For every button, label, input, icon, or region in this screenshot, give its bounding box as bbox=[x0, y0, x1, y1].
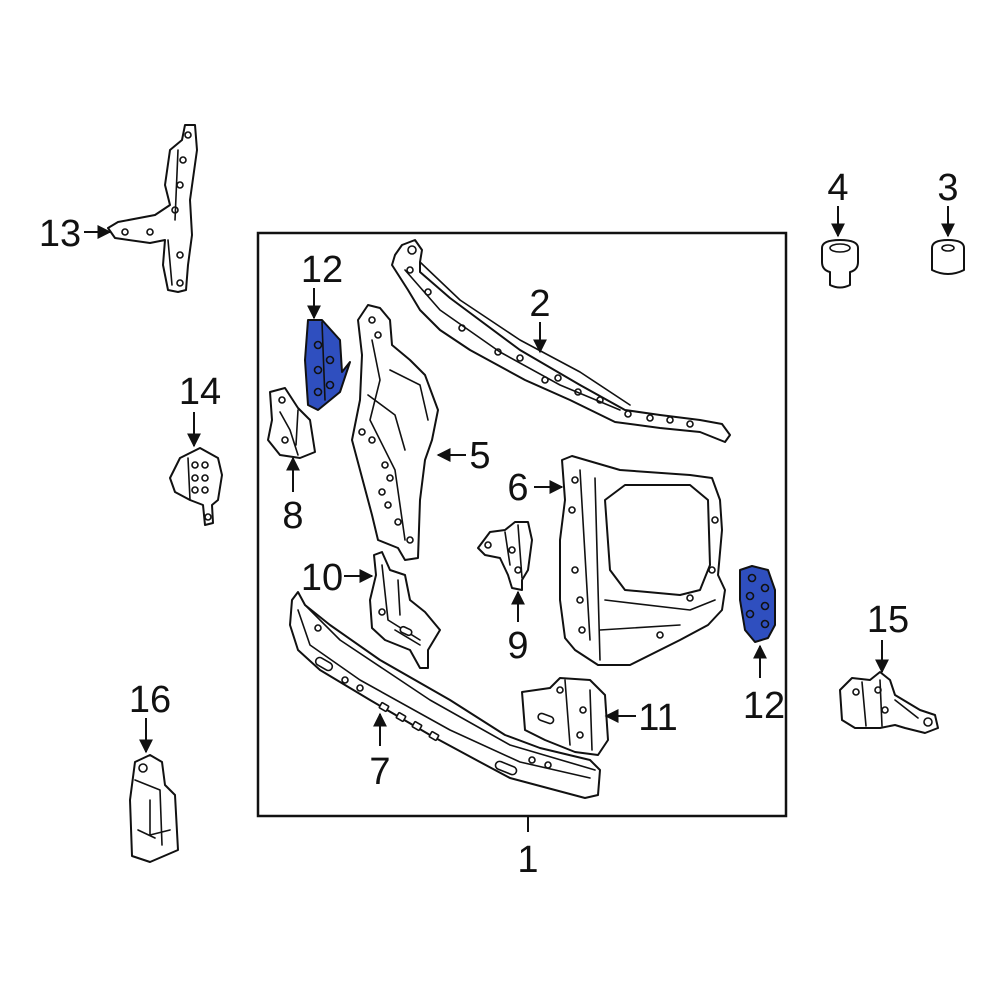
callout-13: 13 bbox=[39, 213, 81, 255]
part-12-bracket-left[interactable] bbox=[304, 319, 351, 411]
callout-14: 14 bbox=[179, 371, 221, 413]
callout-10: 10 bbox=[301, 557, 343, 599]
part-4-bushing[interactable] bbox=[821, 239, 859, 289]
leader-arrows bbox=[84, 206, 955, 754]
callout-4: 4 bbox=[827, 167, 848, 209]
part-7-crossmember[interactable] bbox=[289, 591, 601, 799]
callout-7: 7 bbox=[369, 751, 390, 793]
callout-11: 11 bbox=[638, 697, 677, 739]
callout-12-left: 12 bbox=[301, 249, 343, 291]
callout-6: 6 bbox=[507, 467, 528, 509]
part-2-upper-support[interactable] bbox=[391, 239, 731, 443]
part-9-bracket[interactable] bbox=[477, 521, 533, 591]
callout-8: 8 bbox=[282, 495, 303, 537]
part-5-support[interactable] bbox=[351, 304, 439, 561]
part-11-bracket[interactable] bbox=[521, 677, 609, 756]
callout-labels: 1 2 3 4 5 6 7 8 9 10 11 12 12 13 14 15 1… bbox=[39, 167, 959, 881]
part-16-bracket[interactable] bbox=[129, 754, 179, 863]
part-3-bushing[interactable] bbox=[931, 239, 965, 275]
part-6-side-panel[interactable] bbox=[559, 455, 726, 666]
assembly-box bbox=[256, 231, 788, 818]
callout-16: 16 bbox=[129, 679, 171, 721]
part-8-bracket[interactable] bbox=[267, 387, 316, 459]
callout-15: 15 bbox=[867, 599, 909, 641]
part-13-bracket[interactable] bbox=[107, 124, 198, 293]
part-12-bracket-right[interactable] bbox=[739, 565, 776, 643]
callout-2: 2 bbox=[529, 283, 550, 325]
part-15-bracket[interactable] bbox=[839, 671, 939, 734]
callout-1: 1 bbox=[517, 839, 538, 881]
part-14-bracket[interactable] bbox=[169, 447, 223, 526]
callout-3: 3 bbox=[937, 167, 958, 209]
part-10-support[interactable] bbox=[369, 551, 441, 669]
callout-9: 9 bbox=[507, 625, 528, 667]
callout-5: 5 bbox=[469, 435, 490, 477]
callout-12-right: 12 bbox=[743, 685, 785, 727]
